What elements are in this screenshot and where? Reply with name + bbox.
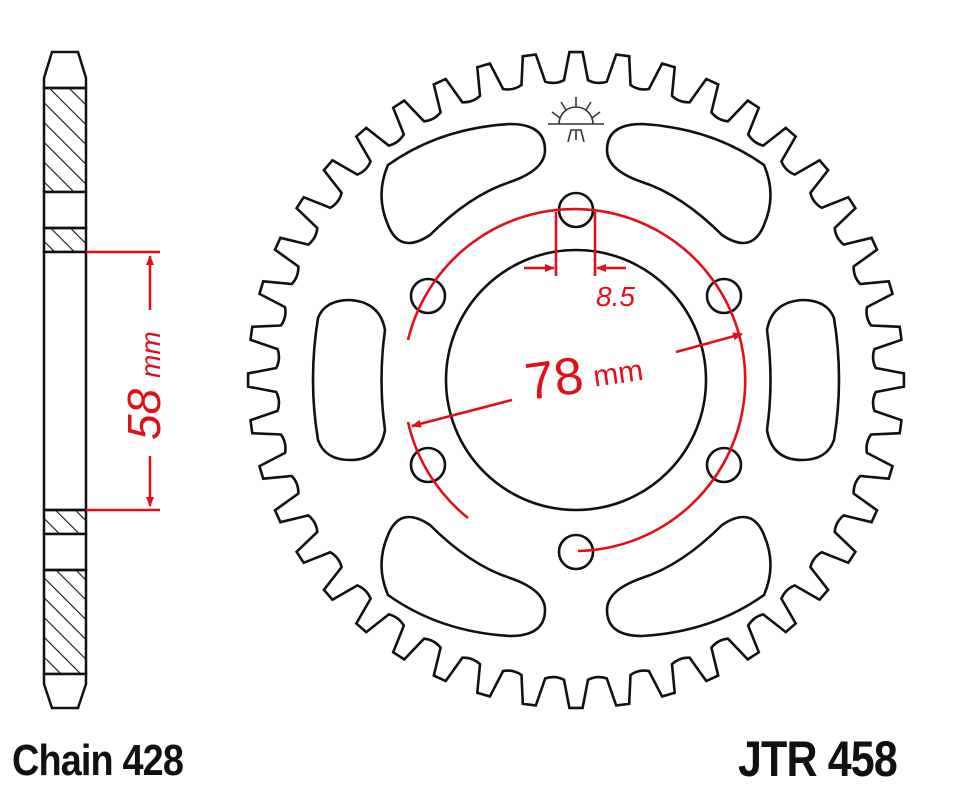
slot-right: [765, 298, 841, 462]
profile-bore: [42, 250, 88, 512]
profile-bottom-chamfer: [42, 672, 88, 710]
slot-lower-right: [605, 515, 772, 638]
bolt-hole-lower-left: [409, 446, 447, 484]
profile-bottom-gap: [42, 532, 88, 572]
bolt-hole-upper-right: [705, 277, 743, 315]
bolt-hole-value: 8.5: [596, 281, 635, 312]
slot-upper-left: [380, 122, 547, 245]
bolt-hole-upper-left: [409, 277, 447, 315]
slot-upper-right: [605, 122, 772, 245]
side-profile-view: 58 mm: [42, 50, 170, 710]
pcd-value: 78: [522, 346, 587, 411]
profile-top-gap: [42, 190, 88, 230]
bolt-hole-bottom: [557, 533, 595, 571]
slot-left: [311, 298, 387, 462]
sprocket-front-view: 78 mm 8.5: [246, 50, 906, 710]
bolt-hole-lower-right: [705, 446, 743, 484]
slot-lower-left: [380, 515, 547, 638]
bolt-hole-dimension: [524, 212, 626, 276]
center-bore: [444, 248, 708, 512]
lightening-slots: [311, 122, 841, 638]
profile-top-hatch: [42, 86, 88, 194]
pcd-dimension: [406, 207, 747, 553]
profile-lower-hub-hatch: [42, 508, 88, 536]
bore-width-value: 58: [118, 388, 170, 440]
pcd-unit: mm: [591, 354, 645, 394]
profile-top-chamfer: [42, 50, 88, 90]
part-number-label: JTR 458: [738, 731, 898, 787]
profile-upper-hub-hatch: [42, 226, 88, 254]
bore-width-unit: mm: [135, 331, 166, 378]
sprocket-teeth-outline: [246, 50, 906, 710]
chain-size-label: Chain 428: [12, 736, 184, 785]
bore-width-dimension: 58 mm: [86, 250, 170, 512]
jt-sun-logo-icon: [548, 97, 604, 143]
profile-bottom-hatch: [42, 568, 88, 676]
